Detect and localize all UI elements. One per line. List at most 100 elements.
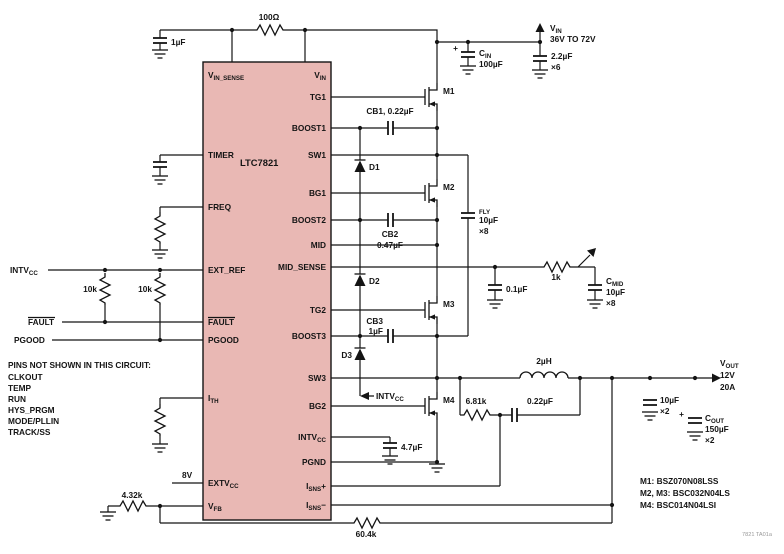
resistor-ith <box>154 403 166 437</box>
ground-icon <box>686 431 704 441</box>
resistor-6p81k <box>459 409 493 421</box>
label-cin-value: 100µF <box>479 59 503 69</box>
pins-not-shown-item: TRACK/SS <box>8 427 51 437</box>
diode-d3 <box>353 347 367 361</box>
label-cbulk-value: 2.2µF <box>551 51 572 61</box>
pin-label-pgnd: PGND <box>302 457 326 467</box>
label-cout-mult: ×2 <box>705 435 715 445</box>
mosfet-m1 <box>424 82 438 112</box>
pin-label-vin-sense: VIN_SENSE <box>208 70 244 82</box>
label-m2: M2 <box>443 182 455 192</box>
inductor-2uH <box>519 371 569 379</box>
ic-ltc7821: LTC7821 VIN_SENSE TIMER FREQ EXT_REF FAU… <box>202 61 332 521</box>
label-cin-name: CIN <box>479 48 492 60</box>
ground-icon <box>151 249 169 259</box>
label-60p4k: 60.4k <box>356 529 377 539</box>
pgood-left-label: PGOOD <box>14 335 45 345</box>
cap-timer <box>152 161 168 168</box>
ground-icon <box>531 69 549 79</box>
pin-label-timer: TIMER <box>208 150 234 160</box>
cap-1uF <box>152 37 168 44</box>
label-cfly-value: 10µF <box>479 215 498 225</box>
notes-block: PINS NOT SHOWN IN THIS CIRCUIT: CLKOUT T… <box>8 360 773 538</box>
label-cmid-name: CMID <box>606 276 624 288</box>
cap-4p7uF <box>382 442 398 449</box>
label-10k-a: 10k <box>83 284 97 294</box>
label-cb2-value: 0.47µF <box>377 240 403 250</box>
pin-label-ith: ITH <box>208 393 219 405</box>
resistor-4p32k <box>115 500 149 512</box>
ground-icon <box>459 65 477 75</box>
ground-icon <box>381 455 399 465</box>
pin-label-boost2: BOOST2 <box>292 215 327 225</box>
vout-amps-label: 20A <box>720 382 735 392</box>
pin-label-mid: MID <box>311 240 326 250</box>
label-1k: 1k <box>551 272 561 282</box>
cap-cfly <box>460 212 476 219</box>
label-m3: M3 <box>443 299 455 309</box>
net-labels: VIN 36V TO 72V VOUT 12V 20A INTVCC FAULT… <box>10 23 739 480</box>
label-cb3-name: CB3 <box>366 316 383 326</box>
resistor-1k <box>539 261 573 273</box>
pin-label-intvcc: INTVCC <box>298 432 326 444</box>
mosfet-m4 <box>424 391 438 421</box>
label-1uF: 1µF <box>171 37 185 47</box>
label-d3: D3 <box>341 350 352 360</box>
pin-label-boost3: BOOST3 <box>292 331 327 341</box>
label-d1: D1 <box>369 162 380 172</box>
pin-label-vin: VIN <box>314 70 326 82</box>
pin-label-tg2: TG2 <box>310 305 327 315</box>
vout-volts-label: 12V <box>720 370 735 380</box>
pins-not-shown-item: CLKOUT <box>8 372 43 382</box>
label-cout-cer-mult: ×2 <box>660 406 670 416</box>
label-10k-b: 10k <box>138 284 152 294</box>
intvcc-left-label: INTVCC <box>10 265 38 277</box>
cin-plus-sign: + <box>453 43 458 53</box>
pins-not-shown-title: PINS NOT SHOWN IN THIS CIRCUIT: <box>8 360 151 370</box>
mosfet-m2 <box>424 178 438 208</box>
label-cb1: CB1, 0.22µF <box>366 106 413 116</box>
pin-label-bg1: BG1 <box>309 188 326 198</box>
pin-label-mid-sense: MID_SENSE <box>278 262 326 272</box>
vin-range-label: 36V TO 72V <box>550 34 596 44</box>
pins-not-shown-item: HYS_PRGM <box>8 405 55 415</box>
ground-icon <box>151 175 169 185</box>
label-m1: M1 <box>443 86 455 96</box>
pin-label-ext-ref: EXT_REF <box>208 265 245 275</box>
ic-body <box>202 61 332 521</box>
ground-icon <box>99 511 117 521</box>
pin-label-bg2: BG2 <box>309 401 326 411</box>
cap-cb3 <box>387 328 394 344</box>
label-cmid-value: 10µF <box>606 287 625 297</box>
label-cfly-mult: ×8 <box>479 226 489 236</box>
pins-not-shown-item: RUN <box>8 394 26 404</box>
junction-dots <box>102 27 698 509</box>
pin-label-vfb: VFB <box>208 501 222 513</box>
label-0p1uF: 0.1µF <box>506 284 527 294</box>
pins-not-shown-item: TEMP <box>8 383 32 393</box>
extvcc-supply-label: 8V <box>182 470 193 480</box>
mid-sense-arrow <box>587 248 596 257</box>
label-0p22uF: 0.22µF <box>527 396 553 406</box>
label-cfly-name: FLY <box>479 209 491 216</box>
cap-10uF-out <box>642 399 658 406</box>
label-6p81k: 6.81k <box>466 396 487 406</box>
figure-id: 7821 TA01a <box>742 532 773 538</box>
ground-icon <box>151 443 169 453</box>
pin-label-extvcc: EXTVCC <box>208 478 239 490</box>
label-cout-value: 150µF <box>705 424 729 434</box>
mosfet-note-m4: M4: BSC014N04LSI <box>640 500 716 510</box>
intvcc-flag-arrow <box>360 392 369 400</box>
cap-0p1uF <box>487 284 503 291</box>
ground-icon <box>428 463 446 473</box>
diode-d1 <box>353 159 367 173</box>
cap-cb2 <box>387 212 394 228</box>
cout-plus-sign: + <box>679 409 684 419</box>
pins-not-shown-item: MODE/PLLIN <box>8 416 59 426</box>
label-cbulk-mult: ×6 <box>551 62 561 72</box>
label-inductor: 2µH <box>536 356 551 366</box>
diode-d2 <box>353 273 367 287</box>
resistor-10k-b <box>154 272 166 306</box>
cap-cb1 <box>387 120 394 136</box>
